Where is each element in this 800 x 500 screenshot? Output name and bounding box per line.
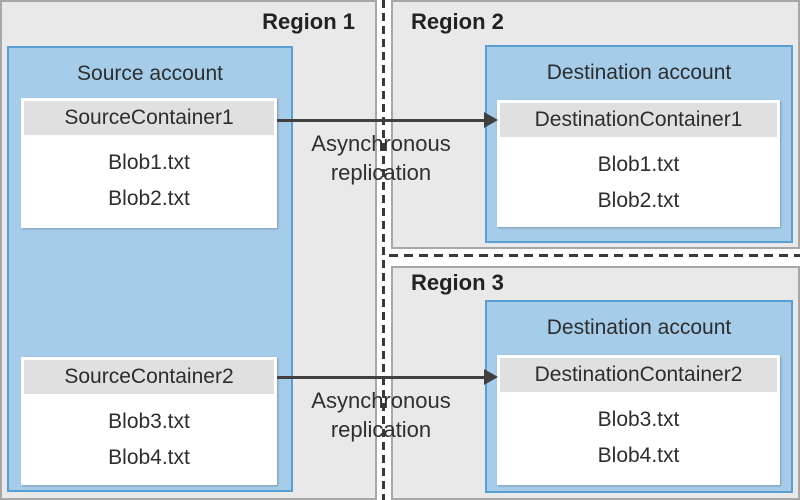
blob-item: Blob2.txt: [597, 189, 680, 212]
region-3-label: Region 3: [411, 270, 504, 295]
container-header: SourceContainer2: [24, 360, 274, 394]
container-source2: SourceContainer2 Blob3.txt Blob4.txt: [21, 357, 277, 485]
replication-arrow-2-line: [277, 376, 485, 379]
source-account-title: Source account: [77, 62, 223, 85]
replication-label-line1: Asynchronous: [311, 131, 451, 156]
blob-item: Blob3.txt: [108, 410, 190, 433]
replication-arrow-1-line: [277, 119, 485, 122]
container-dest2: DestinationContainer2 Blob3.txt Blob4.tx…: [497, 355, 780, 485]
replication-arrow-1-arrowhead-icon: [484, 112, 498, 128]
blob-item: Blob3.txt: [597, 408, 680, 431]
container-source1: SourceContainer1 Blob1.txt Blob2.txt: [21, 98, 277, 228]
region-2-label: Region 2: [411, 9, 504, 34]
blob-item: Blob4.txt: [597, 444, 680, 467]
replication-arrow-2-arrowhead-icon: [484, 369, 498, 385]
blob-list: Blob3.txt Blob4.txt: [24, 394, 274, 476]
container-header: DestinationContainer2: [500, 358, 777, 392]
region-divider-horizontal-dashed-line: [389, 254, 800, 257]
blob-item: Blob4.txt: [108, 446, 190, 469]
replication-label-1: Asynchronous replication: [276, 129, 486, 187]
blob-list: Blob3.txt Blob4.txt: [500, 392, 777, 474]
region-divider-vertical-dashed-line: [382, 0, 385, 500]
region-1-label: Region 1: [262, 9, 355, 34]
destination-account-title: Destination account: [546, 316, 732, 339]
blob-item: Blob2.txt: [108, 187, 190, 210]
replication-label-line1: Asynchronous: [311, 388, 451, 413]
blob-item: Blob1.txt: [597, 153, 680, 176]
blob-list: Blob1.txt Blob2.txt: [24, 135, 274, 217]
blob-list: Blob1.txt Blob2.txt: [500, 137, 777, 219]
destination-account-title: Destination account: [546, 61, 732, 84]
container-header: SourceContainer1: [24, 101, 274, 135]
blob-item: Blob1.txt: [108, 151, 190, 174]
replication-label-line2: replication: [330, 160, 432, 185]
container-dest1: DestinationContainer1 Blob1.txt Blob2.tx…: [497, 100, 780, 227]
container-header: DestinationContainer1: [500, 103, 777, 137]
replication-label-2: Asynchronous replication: [276, 386, 486, 444]
replication-label-line2: replication: [330, 417, 432, 442]
